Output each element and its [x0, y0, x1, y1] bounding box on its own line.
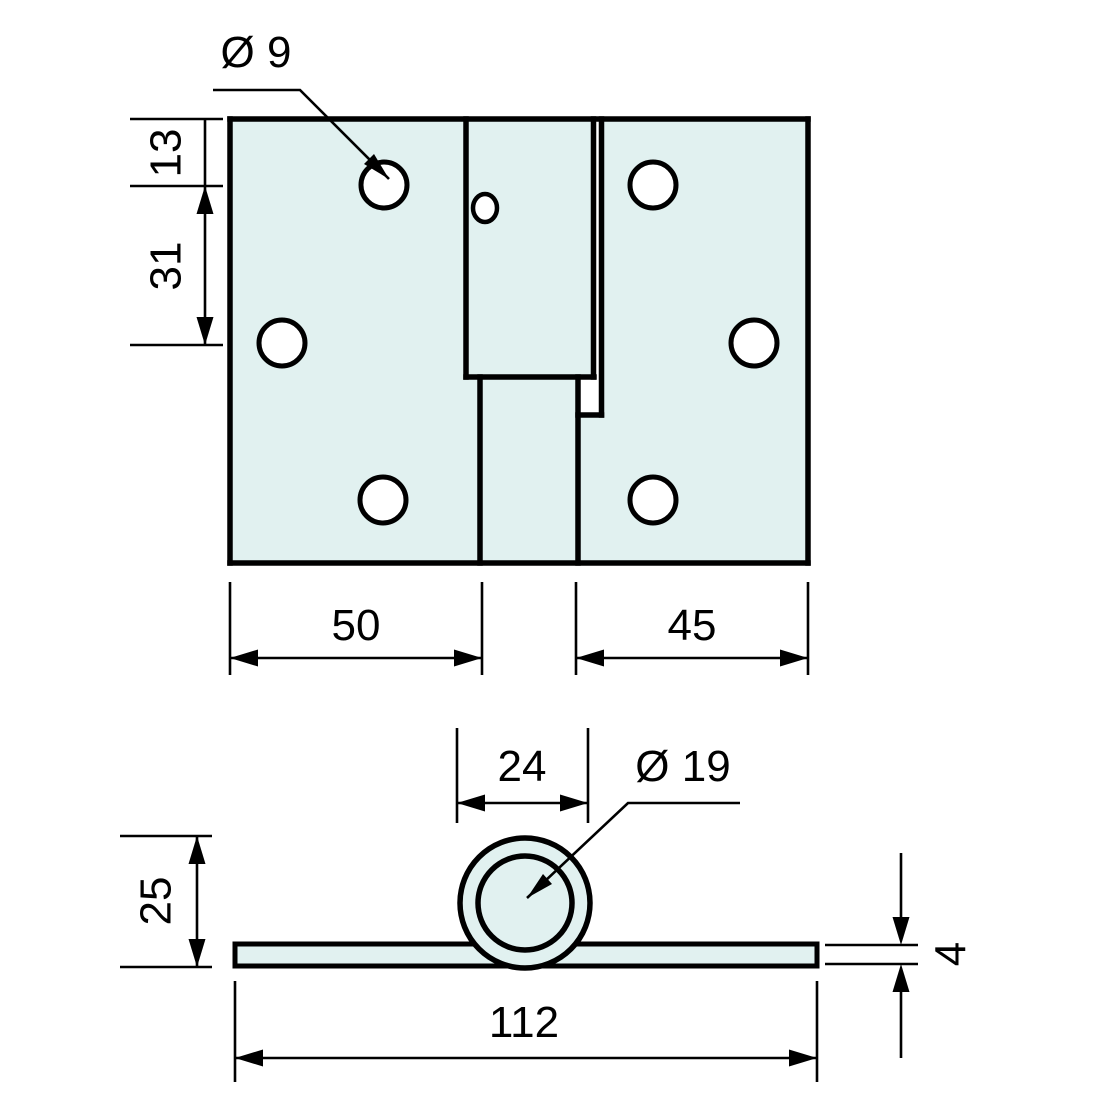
dim-label-31: 31	[142, 242, 191, 291]
arrowhead-left	[230, 649, 258, 667]
left-leaf-fill	[230, 119, 594, 563]
arrowhead-down	[196, 317, 214, 345]
leader-arrowhead	[364, 154, 389, 179]
arrowhead-left	[235, 1049, 263, 1067]
arrowhead-right	[454, 649, 482, 667]
right-leaf-fill	[578, 119, 808, 563]
screw-hole-left-top	[358, 159, 410, 211]
dim-label-hole-diameter: Ø 9	[221, 28, 292, 77]
dimension-height-25: 25	[120, 834, 212, 969]
screw-hole-right-top	[627, 159, 679, 211]
dim-label-50: 50	[332, 601, 381, 650]
arrowhead-right	[780, 649, 808, 667]
dim-label-knuckle-diameter: Ø 19	[635, 742, 730, 791]
arrowhead-down	[892, 917, 910, 945]
arrowhead-left	[457, 794, 485, 812]
dim-label-112: 112	[489, 998, 559, 1047]
dimension-knuckle-24: 24	[455, 728, 590, 823]
dim-label-4: 4	[927, 942, 976, 966]
screw-hole-right-bottom	[627, 474, 679, 526]
screw-hole-left-bottom	[357, 474, 409, 526]
arrowhead-up	[188, 836, 206, 864]
dim-label-25: 25	[132, 877, 181, 926]
screw-hole-left-middle	[256, 317, 308, 369]
arrowhead-up	[892, 964, 910, 992]
arrowhead-left	[576, 649, 604, 667]
arrowhead-down	[188, 939, 206, 967]
leader-line	[526, 801, 740, 899]
arrowhead-up	[196, 186, 214, 214]
leader-arrowhead	[527, 874, 552, 898]
dim-label-13: 13	[142, 129, 191, 178]
dim-label-24: 24	[498, 742, 547, 791]
side-view: 24 Ø 19 25 4	[120, 728, 976, 1082]
dimension-thickness-4: 4	[825, 853, 976, 1058]
pin-hole	[470, 191, 500, 225]
top-view: Ø 9 13 31 50	[130, 28, 811, 675]
dimension-hole-spacing-31: 31	[130, 186, 223, 347]
dim-label-45: 45	[668, 601, 717, 650]
dimension-overall-112: 112	[233, 981, 819, 1082]
dimension-knuckle-diameter: Ø 19	[526, 742, 740, 899]
leader-line	[213, 88, 390, 180]
dimension-edge-offset-13: 13	[130, 117, 223, 188]
dimension-hole-diameter: Ø 9	[213, 28, 390, 180]
arrowhead-right	[560, 794, 588, 812]
arrowhead-right	[789, 1049, 817, 1067]
screw-hole-right-middle	[728, 317, 780, 369]
dimension-left-leaf-50: 50	[228, 582, 484, 675]
dimension-right-leaf-45: 45	[574, 582, 810, 675]
